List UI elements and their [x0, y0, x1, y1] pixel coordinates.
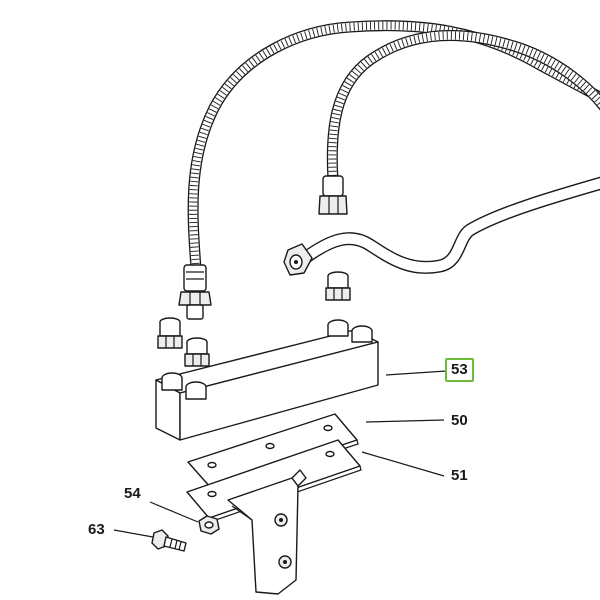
- heat-exchanger: [155, 319, 379, 441]
- leader-line-50: [365, 419, 445, 423]
- adapter-fitting-3: [325, 271, 351, 301]
- hex-bolt: [151, 529, 187, 552]
- callout-54: 54: [124, 485, 141, 502]
- hose-fitting-right: [318, 175, 348, 215]
- leader-line-53: [385, 370, 447, 376]
- braided-hose-right: [326, 30, 600, 186]
- callout-51: 51: [451, 467, 468, 484]
- callout-53: 53: [445, 358, 474, 382]
- adapter-fitting-2: [184, 337, 210, 367]
- braided-hose-left: [187, 20, 600, 274]
- rigid-pipe: [298, 176, 600, 274]
- adapter-fitting-1: [157, 317, 183, 349]
- mounting-bracket: [186, 439, 362, 595]
- callout-50: 50: [451, 412, 468, 429]
- leader-line-54: [149, 501, 199, 523]
- leader-line-63: [113, 529, 154, 538]
- pipe-end-nut: [283, 243, 313, 276]
- leader-line-51: [361, 451, 445, 477]
- hose-fitting-left: [178, 264, 212, 320]
- callout-63: 63: [88, 521, 105, 538]
- hex-nut: [198, 515, 220, 535]
